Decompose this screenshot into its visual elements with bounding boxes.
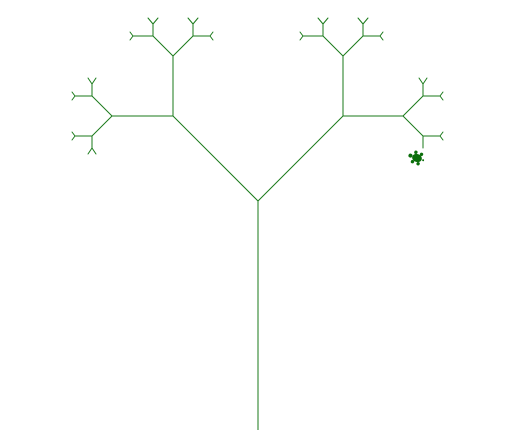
turtle-tail (422, 159, 425, 162)
tree-branch-segment (402, 115, 424, 137)
tree-branch-segment (257, 115, 344, 202)
tree-branch-segment (91, 77, 97, 85)
tree-branch-segment (129, 35, 134, 41)
tree-branch-segment (439, 91, 444, 97)
tree-branch-segment (379, 31, 384, 37)
tree-branch-segment (357, 17, 364, 25)
tree-branch-segment (71, 95, 76, 101)
tree-branch-segment (209, 31, 214, 37)
tree-branch-segment (362, 17, 369, 25)
tree-branch-segment (299, 35, 304, 41)
tree-branch-segment (172, 35, 194, 57)
tree-branch-segment (187, 17, 194, 25)
tree-branch-segment (91, 95, 113, 117)
tree-branch-segment (439, 95, 444, 101)
turtle-leg (416, 162, 420, 166)
tree-branch-segment (71, 91, 76, 97)
turtle-icon (408, 150, 425, 166)
tree-branch-segment (91, 147, 97, 155)
turtle-leg (414, 150, 418, 154)
tree-branch-segment (129, 31, 134, 37)
tree-branch-segment (379, 35, 384, 41)
tree-branch-segment (192, 17, 199, 25)
turtle-head (408, 153, 413, 158)
tree-branch-segment (147, 17, 154, 25)
tree-branch-segment (402, 95, 424, 117)
tree-branch-segment (418, 77, 424, 85)
tree-branch-segment (87, 77, 93, 85)
tree-branch-segment (342, 35, 364, 57)
tree-branch-segment (322, 35, 344, 57)
tree-branch-segment (71, 135, 76, 141)
tree-branch-segment (152, 35, 174, 57)
turtle-shell (412, 153, 422, 163)
turtle-leg (410, 159, 415, 164)
tree-branch-segment (317, 17, 324, 25)
tree-branch-segment (152, 17, 159, 25)
tree-branch-segment (209, 35, 214, 41)
tree-branch-segment (71, 131, 76, 137)
tree-branch-segment (172, 115, 259, 202)
tree-branch-segment (87, 147, 93, 155)
tree-branch-segment (422, 77, 428, 85)
tree-branch-segment (439, 135, 444, 141)
tree-branch-segment (322, 17, 329, 25)
fractal-tree-branches (71, 17, 444, 430)
turtle-leg (419, 152, 424, 157)
tree-branch-segment (299, 31, 304, 37)
tree-branch-segment (439, 131, 444, 137)
tree-branch-segment (91, 115, 113, 137)
